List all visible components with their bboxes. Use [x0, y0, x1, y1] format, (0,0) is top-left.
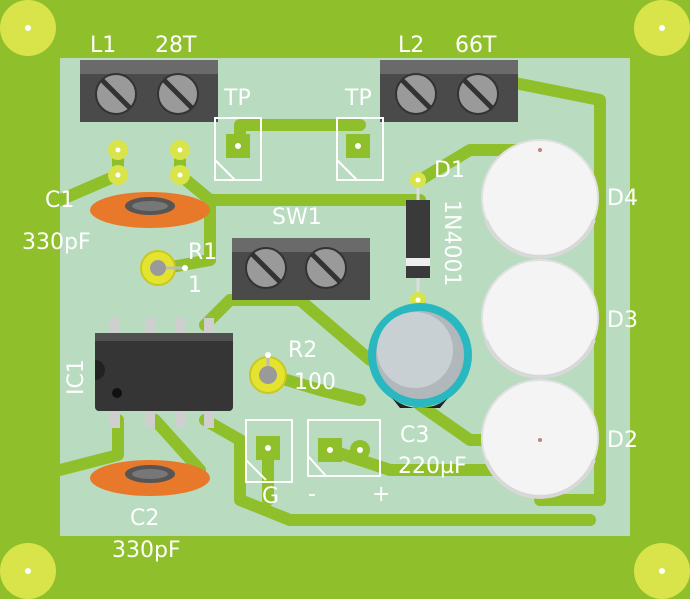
label-l1: L1 [90, 33, 117, 58]
label-r1-value: 1 [188, 273, 202, 298]
led-icon [481, 139, 599, 259]
label-l2-turns: 66T [455, 33, 497, 58]
label-gnd: G [262, 484, 280, 509]
mounting-hole-icon [634, 543, 690, 599]
capacitor-icon [368, 303, 472, 409]
label-minus: - [308, 482, 316, 507]
l1-pads [108, 140, 190, 185]
screw-terminal-icon [80, 60, 218, 122]
label-l2: L2 [398, 33, 425, 58]
label-tp-left: TP [224, 86, 251, 111]
label-d2: D2 [607, 428, 638, 453]
label-c1-value: 330pF [22, 230, 91, 255]
test-point-left [214, 117, 262, 181]
led-icon [481, 259, 599, 379]
label-c1: C1 [45, 188, 75, 213]
diode-icon [406, 172, 430, 308]
led-icon [481, 379, 599, 499]
label-r2: R2 [288, 338, 318, 363]
mounting-hole-icon [0, 0, 56, 56]
resistor-icon [249, 352, 287, 394]
screw-terminal-icon [232, 238, 370, 300]
label-c2-value: 330pF [112, 538, 181, 563]
label-c2: C2 [130, 506, 160, 531]
mounting-hole-icon [634, 0, 690, 56]
capacitor-icon [90, 192, 210, 228]
label-l1-turns: 28T [155, 33, 197, 58]
label-ic1: IC1 [64, 359, 89, 395]
label-c3: C3 [400, 423, 430, 448]
capacitor-icon [90, 460, 210, 496]
label-d4: D4 [607, 186, 638, 211]
label-d3: D3 [607, 308, 638, 333]
label-sw1: SW1 [272, 205, 322, 230]
ic-chip-icon [95, 318, 233, 428]
mounting-hole-icon [0, 543, 56, 599]
test-point-right [336, 117, 384, 181]
label-r2-value: 100 [294, 370, 336, 395]
label-plus: + [372, 482, 391, 507]
label-d1-part: 1N4001 [439, 200, 464, 287]
gnd-header [245, 419, 293, 483]
label-c3-value: 220µF [398, 454, 467, 479]
power-header [307, 419, 381, 477]
screw-terminal-icon [380, 60, 518, 122]
resistor-icon [140, 250, 188, 286]
label-r1: R1 [188, 240, 218, 265]
label-d1: D1 [434, 158, 465, 183]
label-tp-right: TP [345, 86, 372, 111]
